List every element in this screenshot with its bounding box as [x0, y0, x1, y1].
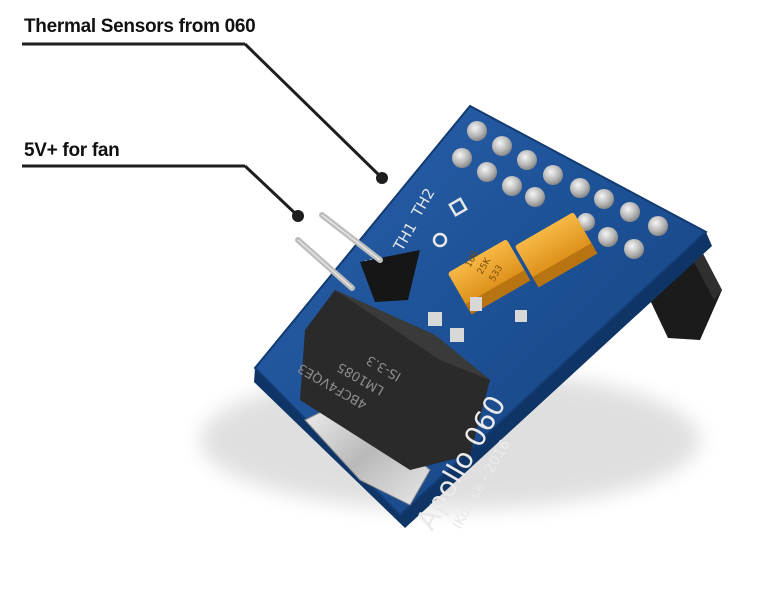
sensor-header-pads	[452, 121, 668, 259]
fan-power-callout: 5V+ for fan	[24, 140, 120, 161]
callout-fan-line	[22, 164, 304, 222]
smd-pads	[428, 297, 527, 342]
voltage-regulator	[300, 290, 490, 470]
fan-header	[295, 212, 420, 302]
callout-thermal-line	[22, 42, 388, 184]
th2-pad	[448, 197, 468, 217]
th1-pad	[432, 232, 448, 248]
thermal-sensors-callout: Thermal Sensors from 060	[24, 16, 256, 37]
capacitor-2	[515, 213, 598, 288]
